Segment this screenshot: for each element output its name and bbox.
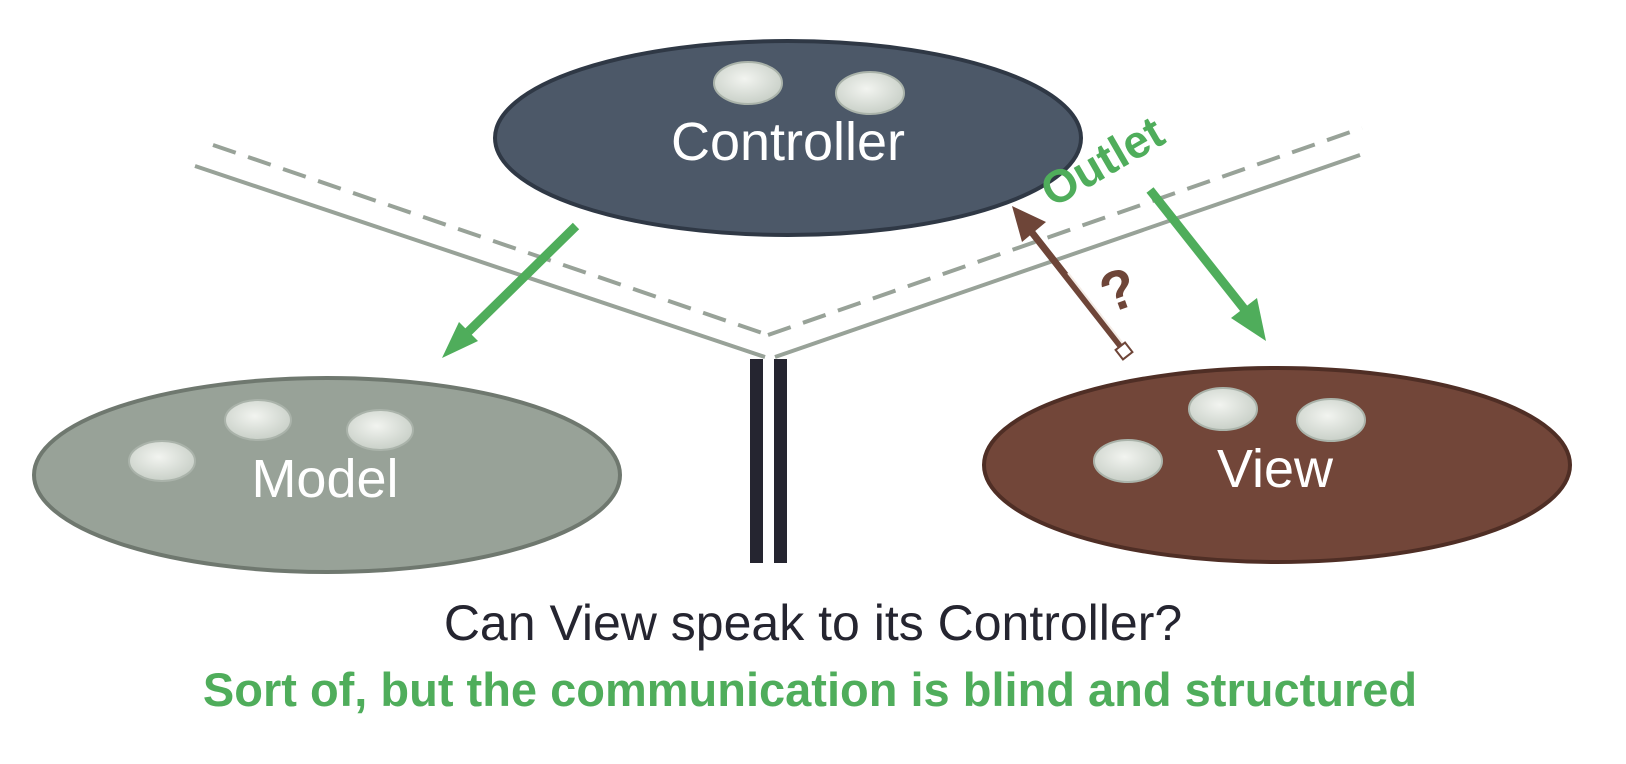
divider-left-dashed [212, 143, 769, 337]
model-pill [128, 440, 196, 482]
model-pill [346, 409, 414, 451]
controller-node: Controller [493, 39, 1083, 237]
view-pill [1296, 398, 1366, 442]
controller-ellipse [493, 39, 1083, 237]
wall-line-left [750, 359, 763, 563]
view-to-controller-arrow [1012, 206, 1134, 361]
wall-line-right [774, 359, 787, 563]
caption-question: Can View speak to its Controller? [444, 595, 1182, 651]
model-ellipse [32, 376, 622, 574]
model-label: Model [251, 449, 398, 509]
view-pill [1188, 387, 1258, 431]
model-pill [224, 399, 292, 441]
controller-to-model-arrow [442, 222, 580, 358]
outlet-arrow [1146, 187, 1266, 341]
model-node: Model [32, 376, 622, 574]
divider-right-dashed [767, 126, 1363, 337]
controller-pill [835, 71, 905, 115]
controller-label: Controller [671, 112, 905, 172]
caption-answer: Sort of, but the communication is blind … [203, 663, 1417, 716]
divider-right-solid [774, 153, 1361, 359]
controller-pill [713, 61, 783, 105]
divider-left-solid [194, 164, 766, 359]
view-pill [1093, 439, 1163, 483]
view-node: View [982, 366, 1572, 564]
view-label: View [1217, 439, 1334, 499]
view-ellipse [982, 366, 1572, 564]
